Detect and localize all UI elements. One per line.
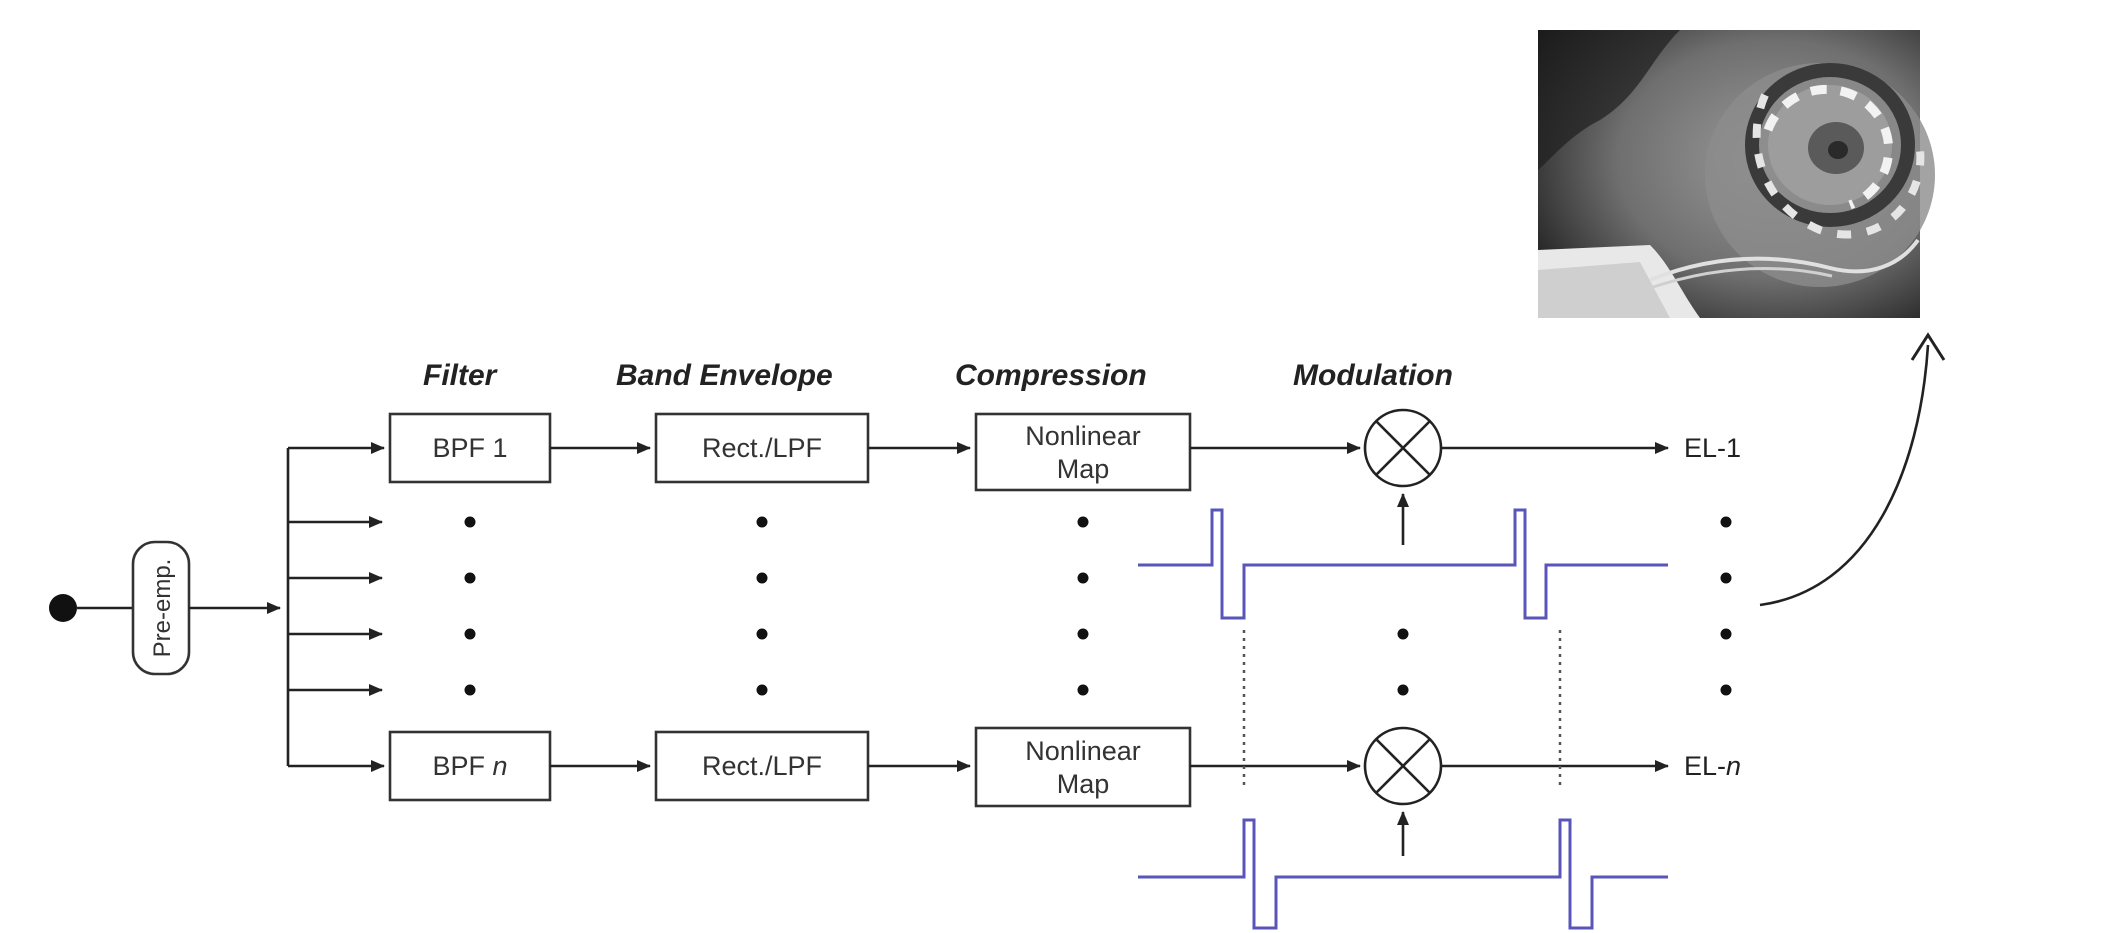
nonlinear-map-n-line1: Nonlinear — [1025, 736, 1141, 766]
rect-lpf-1-block — [654, 412, 870, 484]
nonlinear-map-n-line2: Map — [1057, 769, 1110, 799]
nonlinear-map-1-line2: Map — [1057, 454, 1110, 484]
nonlinear-map-1-block — [974, 412, 1192, 492]
stage-label-filter: Filter — [423, 359, 499, 392]
rect-lpf-1-label: Rect./LPF — [702, 433, 822, 463]
rect-lpf-n-block — [654, 730, 870, 802]
bpf-1-label: BPF 1 — [432, 433, 507, 463]
channel-1: BPF 1 Rect./LPF Nonlinear Map EL-1 — [388, 408, 1741, 545]
pulse-train-1 — [1138, 508, 1668, 620]
multiplier-n-icon — [1363, 726, 1443, 806]
pulse-train-n — [1138, 818, 1668, 930]
output-el-1: EL-1 — [1684, 433, 1741, 463]
nonlinear-map-1-line1: Nonlinear — [1025, 421, 1141, 451]
cochlear-implant-xray-image — [1538, 30, 1935, 318]
nonlinear-map-n-block — [974, 726, 1192, 808]
ellipsis-dots — [464, 516, 1732, 696]
bpf-n-label: BPF n — [432, 751, 507, 781]
output-el-n: EL-n — [1684, 751, 1741, 781]
stage-label-modulation: Modulation — [1293, 359, 1453, 392]
output-to-implant-arrow — [1759, 344, 1930, 607]
stage-label-band-envelope: Band Envelope — [616, 359, 833, 392]
bpf-n-block — [388, 730, 552, 802]
arrow-head-icon — [1910, 332, 1946, 361]
input-node — [49, 594, 77, 622]
pre-emphasis-label: Pre-emp. — [149, 559, 176, 658]
rect-lpf-n-label: Rect./LPF — [702, 751, 822, 781]
channel-n: BPF n Rect./LPF Nonlinear Map EL-n — [388, 726, 1741, 856]
stage-label-compression: Compression — [955, 359, 1147, 392]
bpf-1-block — [388, 412, 552, 484]
multiplier-1-icon — [1363, 408, 1443, 488]
